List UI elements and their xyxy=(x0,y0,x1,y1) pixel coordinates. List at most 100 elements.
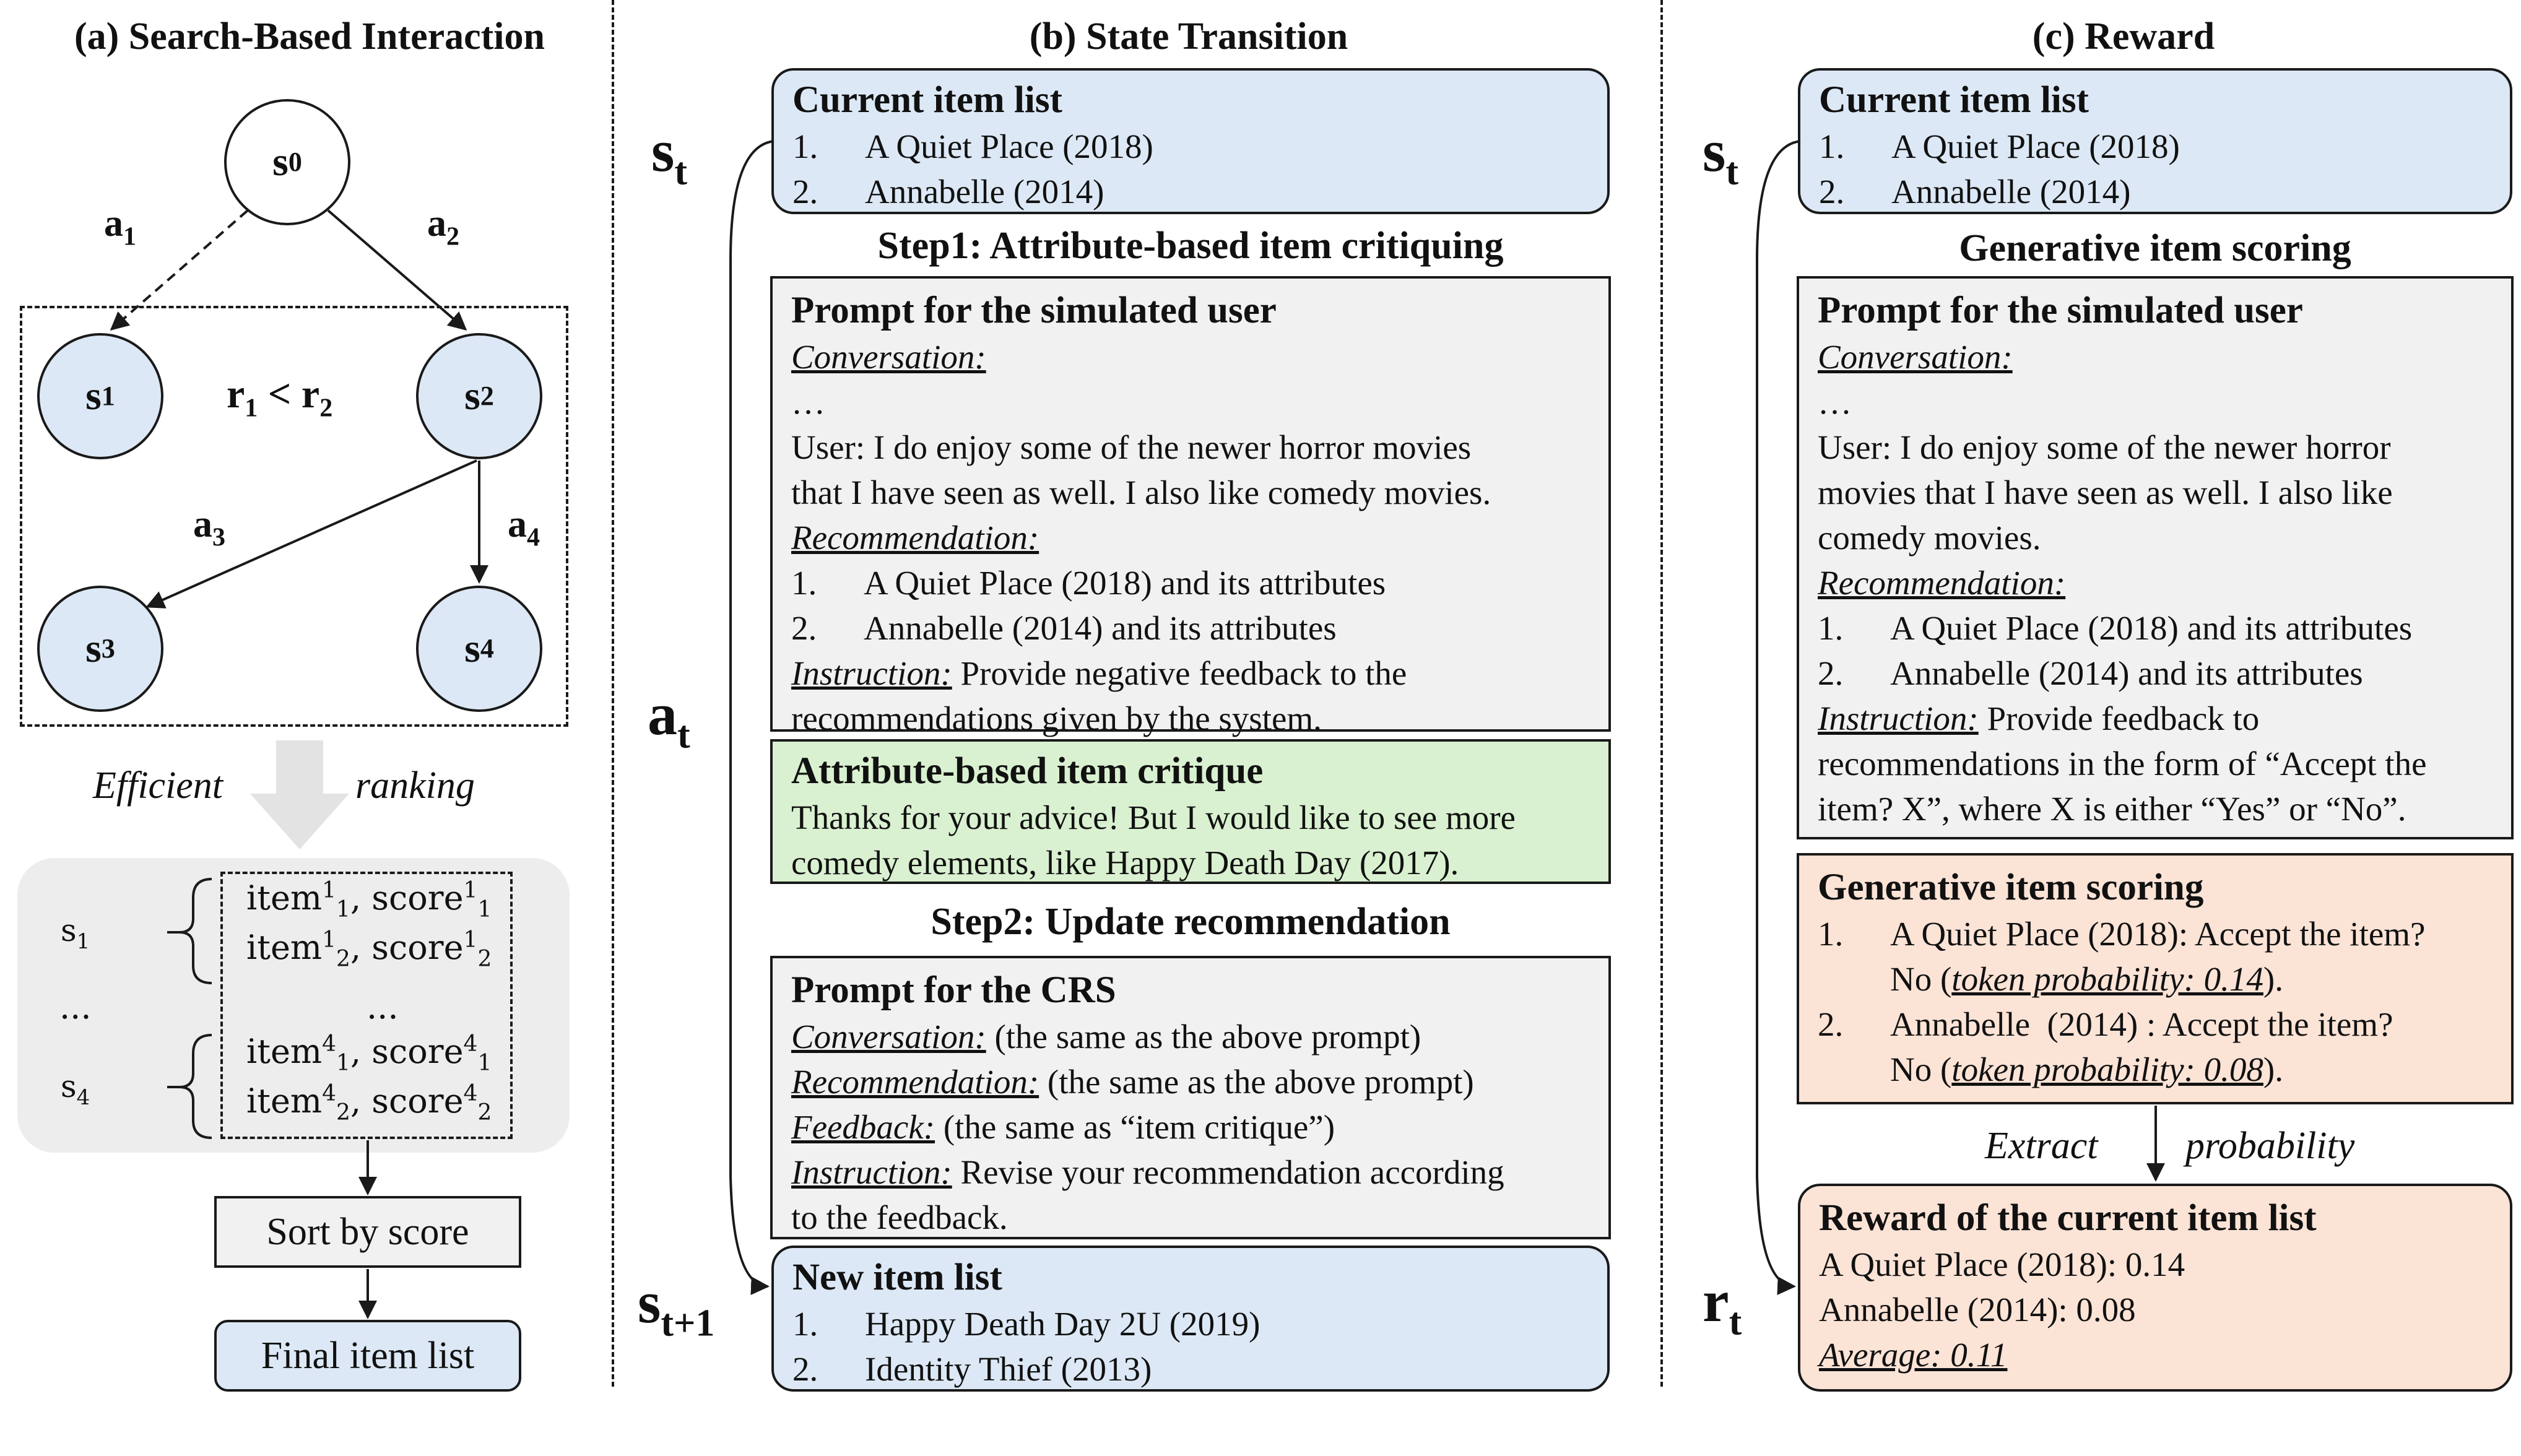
edge-label-a3: a3 xyxy=(193,503,225,552)
current-item-list-b-title: Current item list xyxy=(792,79,1062,121)
current-item-c-2: 2.Annabelle (2014) xyxy=(1819,173,2131,210)
current-item-list-b: Current item list 1.A Quiet Place (2018)… xyxy=(771,68,1610,214)
scoring-item-1-line1: 1.A Quiet Place (2018): Accept the item? xyxy=(1818,915,2426,953)
symbol-a-t: at xyxy=(648,681,690,756)
prompt-simulated-user-b: Prompt for the simulated user Conversati… xyxy=(770,276,1611,737)
score-row-3: item41, score41 xyxy=(246,1031,492,1076)
conversation-ellipsis-c: … xyxy=(1818,383,1852,421)
prompt-simulated-user-c: Prompt for the simulated user Conversati… xyxy=(1797,276,2514,839)
score-dots-left: ... xyxy=(59,987,92,1026)
attribute-critique-box: Attribute-based item critique Thanks for… xyxy=(770,739,1611,884)
rec-item-c-2: 2.Annabelle (2014) and its attributes xyxy=(1818,654,2363,692)
divider-left xyxy=(612,0,614,1387)
efficient-ranking-arrow xyxy=(250,740,349,849)
reward-box: Reward of the current item list A Quiet … xyxy=(1798,1184,2512,1392)
edge-label-a2: a2 xyxy=(427,202,459,251)
current-item-list-c-title: Current item list xyxy=(1819,79,2089,121)
current-item-list-c: Current item list 1.A Quiet Place (2018)… xyxy=(1798,68,2512,214)
crs-conversation: Conversation: (the same as the above pro… xyxy=(791,1018,1421,1055)
reward-title: Reward of the current item list xyxy=(1819,1197,2317,1239)
current-item-b-1: 1.A Quiet Place (2018) xyxy=(792,128,1153,165)
crs-recommendation: Recommendation: (the same as the above p… xyxy=(791,1063,1474,1101)
generative-scoring-heading: Generative item scoring xyxy=(1959,227,2351,269)
critique-line-2: comedy elements, like Happy Death Day (2… xyxy=(791,844,1459,882)
reward-average: Average: 0.11 xyxy=(1819,1336,2008,1374)
conversation-label-c: Conversation: xyxy=(1818,338,2013,376)
score-table-panel xyxy=(17,858,570,1153)
step2-title: Step2: Update recommendation xyxy=(931,901,1451,943)
score-state-s1: s1 xyxy=(61,912,90,954)
score-dots-mid: ... xyxy=(367,987,399,1026)
scoring-item-1-line2: No (token probability: 0.14). xyxy=(1890,960,2283,998)
final-item-list-box: Final item list xyxy=(214,1320,521,1392)
prompt-crs-title: Prompt for the CRS xyxy=(791,969,1116,1011)
instruction-b-2: recommendations given by the system. xyxy=(791,700,1322,737)
edge-label-a4: a4 xyxy=(508,503,540,552)
panel-b-title: (b) State Transition xyxy=(1029,15,1348,58)
prompt-crs-box: Prompt for the CRS Conversation: (the sa… xyxy=(770,956,1611,1239)
recommendation-label-b: Recommendation: xyxy=(791,519,1039,557)
crs-instruction-2: to the feedback. xyxy=(791,1198,1008,1236)
instruction-c: Instruction: Provide feedback to xyxy=(1818,700,2260,737)
user-utterance-b-1: User: I do enjoy some of the newer horro… xyxy=(791,428,1472,466)
symbol-s-t-c: st xyxy=(1703,118,1739,193)
critique-title: Attribute-based item critique xyxy=(791,750,1264,792)
instruction-b: Instruction: Provide negative feedback t… xyxy=(791,654,1407,692)
efficient-label: Efficient xyxy=(93,765,223,807)
prompt-user-c-title: Prompt for the simulated user xyxy=(1818,290,2303,331)
instruction-c-2: recommendations in the form of “Accept t… xyxy=(1818,745,2427,782)
symbol-s-t-b: st xyxy=(651,118,688,193)
scoring-item-2-line1: 2.Annabelle (2014) : Accept the item? xyxy=(1818,1005,2393,1043)
panel-c-title: (c) Reward xyxy=(2032,15,2215,58)
edge-label-a1: a1 xyxy=(104,202,136,251)
crs-feedback: Feedback: (the same as “item critique”) xyxy=(791,1108,1335,1146)
current-item-c-1: 1.A Quiet Place (2018) xyxy=(1819,128,2180,165)
generative-scoring-box: Generative item scoring 1.A Quiet Place … xyxy=(1797,853,2514,1104)
probability-label: probability xyxy=(2185,1125,2355,1167)
rec-item-b-1: 1.A Quiet Place (2018) and its attribute… xyxy=(791,564,1386,602)
reward-line-1: A Quiet Place (2018): 0.14 xyxy=(1819,1246,2185,1283)
step1-title: Step1: Attribute-based item critiquing xyxy=(877,225,1504,267)
user-utterance-c-3: comedy movies. xyxy=(1818,519,2041,557)
sort-by-score-box: Sort by score xyxy=(214,1196,521,1268)
scoring-item-2-line2: No (token probability: 0.08). xyxy=(1890,1051,2283,1088)
symbol-s-t1: st+1 xyxy=(638,1269,715,1345)
reward-line-2: Annabelle (2014): 0.08 xyxy=(1819,1291,2136,1328)
rec-item-b-2: 2.Annabelle (2014) and its attributes xyxy=(791,609,1337,647)
symbol-r-t: rt xyxy=(1703,1268,1742,1343)
new-item-1: 1.Happy Death Day 2U (2019) xyxy=(792,1305,1260,1343)
scoring-title: Generative item scoring xyxy=(1818,867,2204,908)
crs-instruction: Instruction: Revise your recommendation … xyxy=(791,1153,1504,1191)
divider-right xyxy=(1660,0,1663,1387)
reward-arrow xyxy=(1756,140,1801,1295)
state-transition-arrow xyxy=(729,140,775,1295)
current-item-b-2: 2.Annabelle (2014) xyxy=(792,173,1104,210)
new-item-2: 2.Identity Thief (2013) xyxy=(792,1350,1152,1388)
conversation-ellipsis-b: … xyxy=(791,383,825,421)
ranking-label: ranking xyxy=(355,765,475,807)
reward-comparison: r1 < r2 xyxy=(227,371,333,423)
instruction-c-3: item? X”, where X is either “Yes” or “No… xyxy=(1818,790,2406,828)
recommendation-label-c: Recommendation: xyxy=(1818,564,2066,602)
new-item-list-title: New item list xyxy=(792,1257,1002,1298)
score-row-2: item12, score12 xyxy=(246,927,492,972)
rec-item-c-1: 1.A Quiet Place (2018) and its attribute… xyxy=(1818,609,2413,647)
user-utterance-b-2: that I have seen as well. I also like co… xyxy=(791,474,1491,511)
search-tree-box xyxy=(20,306,568,727)
user-utterance-c-2: movies that I have seen as well. I also … xyxy=(1818,474,2393,511)
score-row-4: item42, score42 xyxy=(246,1081,492,1125)
extract-label: Extract xyxy=(1985,1125,2098,1167)
panel-a-title: (a) Search-Based Interaction xyxy=(74,15,545,58)
score-state-s4: s4 xyxy=(61,1068,90,1110)
conversation-label-b: Conversation: xyxy=(791,338,986,376)
user-utterance-c-1: User: I do enjoy some of the newer horro… xyxy=(1818,428,2391,466)
score-table-box xyxy=(220,872,513,1139)
score-row-1: item11, score11 xyxy=(246,878,492,922)
prompt-user-b-title: Prompt for the simulated user xyxy=(791,290,1277,331)
new-item-list-box: New item list 1.Happy Death Day 2U (2019… xyxy=(771,1246,1610,1392)
